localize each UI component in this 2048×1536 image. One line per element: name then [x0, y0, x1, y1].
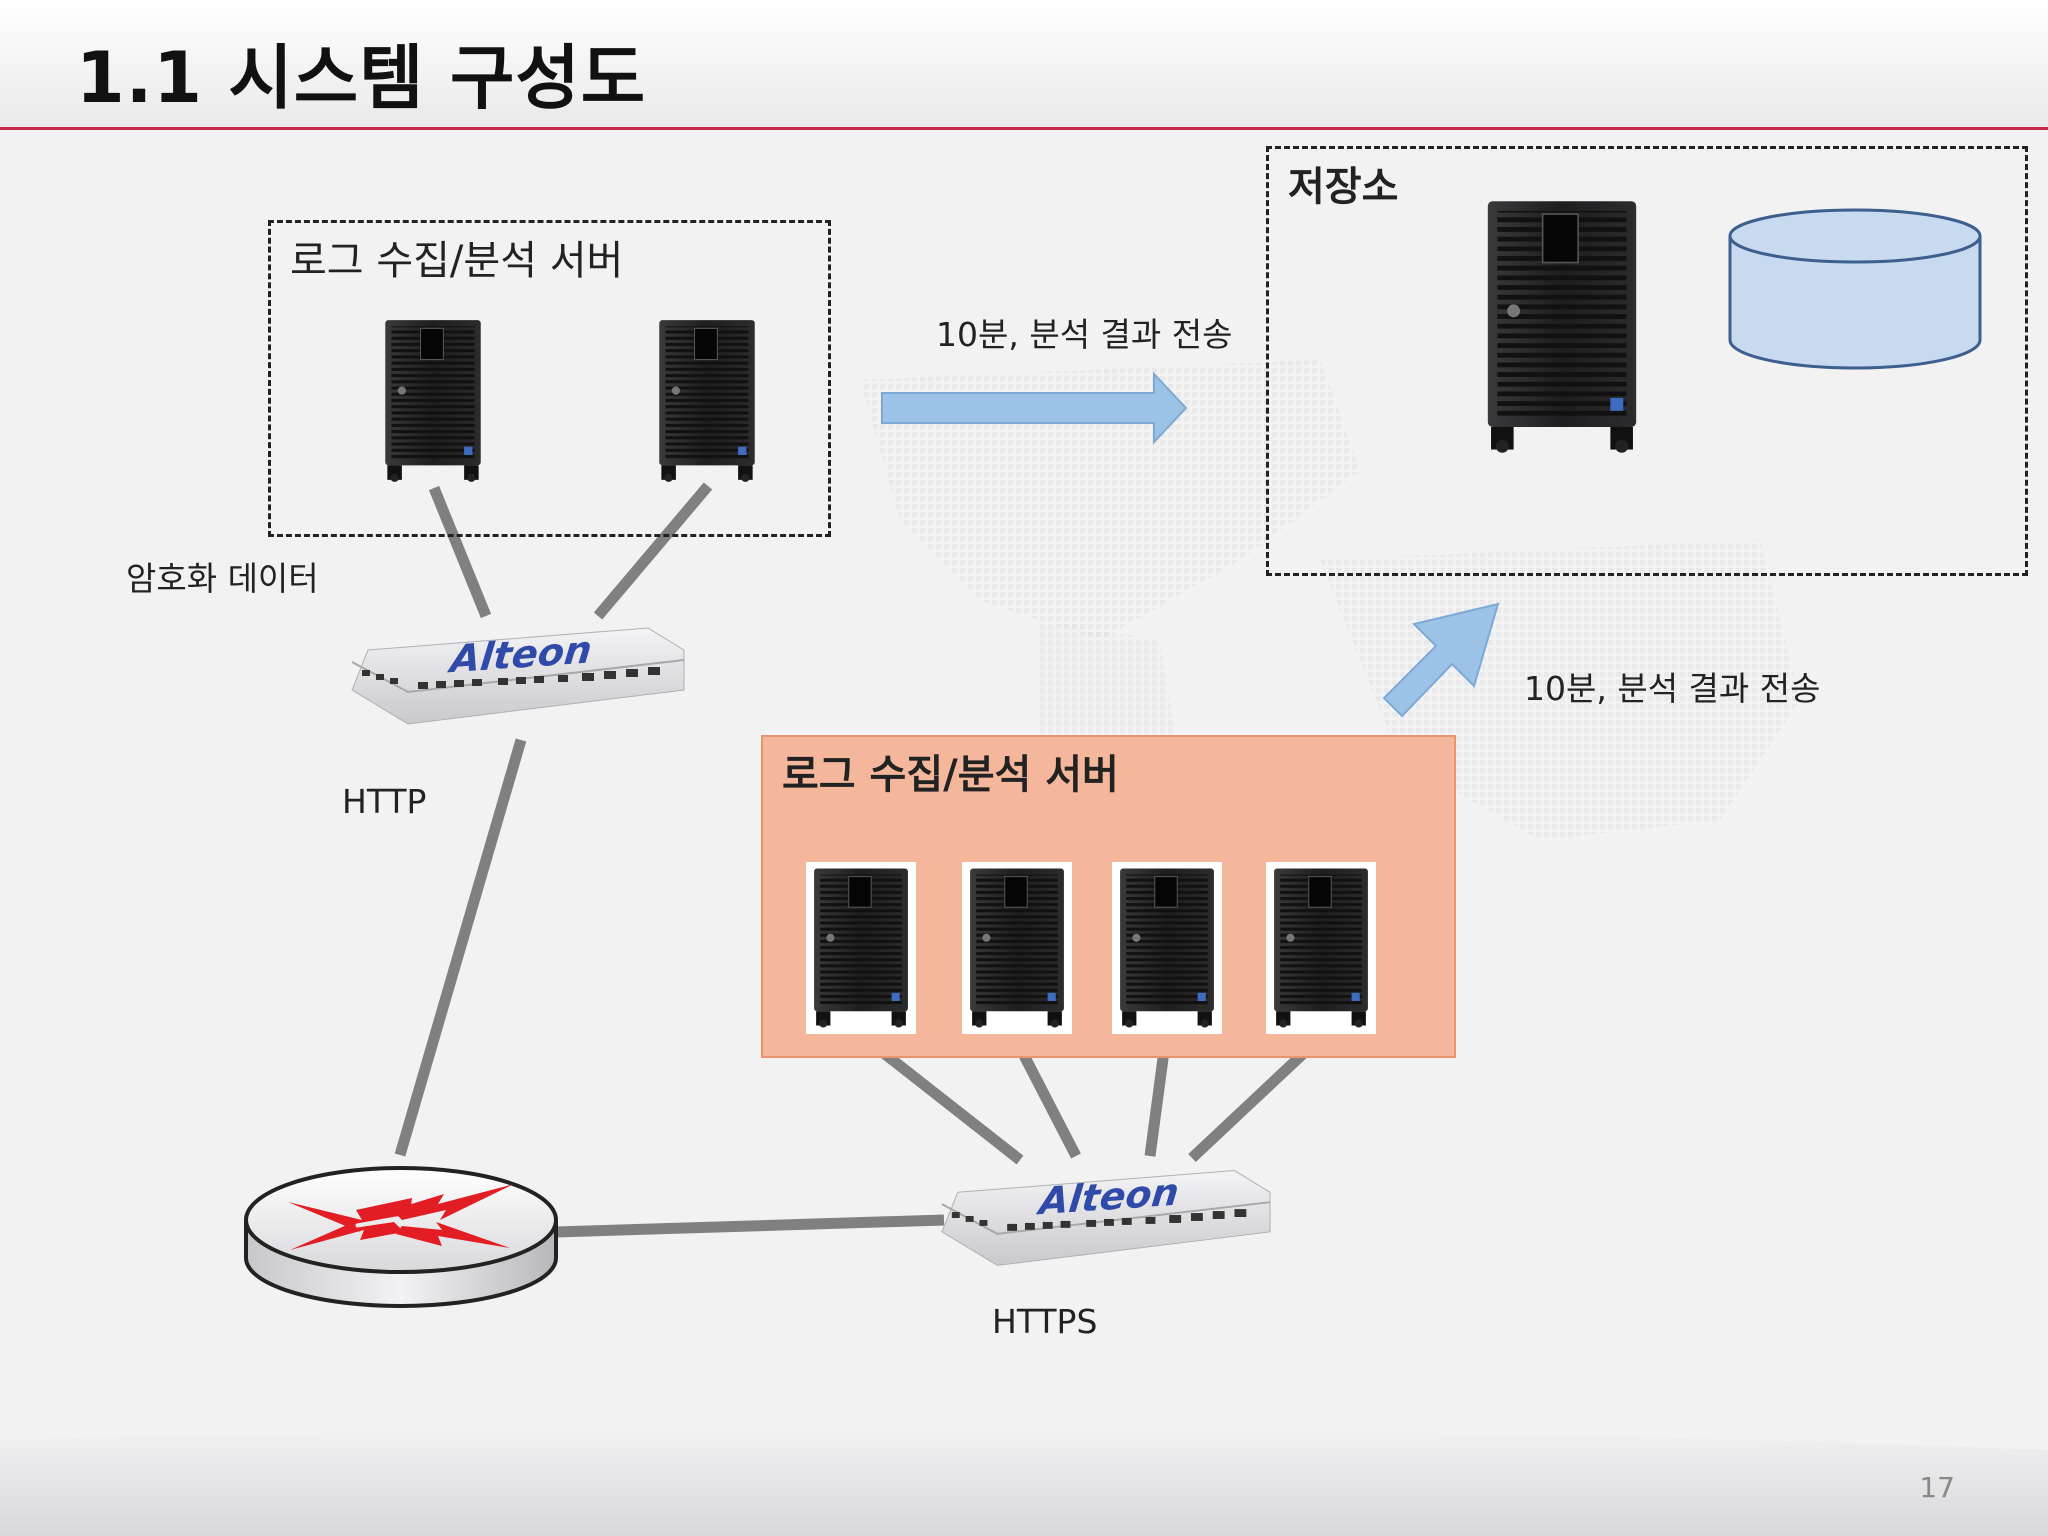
title-rule: [0, 127, 2048, 130]
encrypted-data-label: 암호화 데이터: [126, 559, 319, 598]
transfer-label-right: 10분, 분석 결과 전송: [1524, 669, 1821, 708]
top-server-group: [268, 220, 831, 537]
load-balancer-top: [351, 626, 685, 725]
http-label: HTTP: [342, 782, 427, 821]
connector-server1-lb1: [428, 485, 492, 619]
storage-group-label: 저장소: [1288, 164, 1399, 210]
router-icon: [244, 1166, 558, 1308]
storage-group: [1266, 146, 2028, 576]
database-icon: [1728, 208, 1982, 370]
transfer-arrow-up: [1382, 602, 1500, 718]
server-tower-top-1: [384, 319, 482, 483]
connector-router-lb2: [555, 1214, 945, 1238]
storage-server-tower: [1486, 200, 1638, 454]
https-label: HTTPS: [992, 1302, 1098, 1341]
bottom-server-group-label: 로그 수집/분석 서버: [782, 752, 1119, 798]
server-tower-bottom-4: [1266, 862, 1376, 1034]
server-tower-top-2: [658, 319, 756, 483]
server-tower-bottom-1: [806, 862, 916, 1034]
transfer-label-top: 10분, 분석 결과 전송: [936, 315, 1233, 354]
page-number: 17: [1919, 1471, 1955, 1504]
server-tower-bottom-2: [962, 862, 1072, 1034]
page-title: 1.1 시스템 구성도: [76, 37, 647, 119]
connector-lb1-router: [394, 738, 527, 1157]
connector-server2-lb1: [593, 482, 713, 620]
top-server-group-label: 로그 수집/분석 서버: [290, 238, 624, 284]
server-tower-bottom-3: [1112, 862, 1222, 1034]
load-balancer-bottom: [940, 1169, 1272, 1267]
transfer-arrow-right: [881, 371, 1188, 445]
